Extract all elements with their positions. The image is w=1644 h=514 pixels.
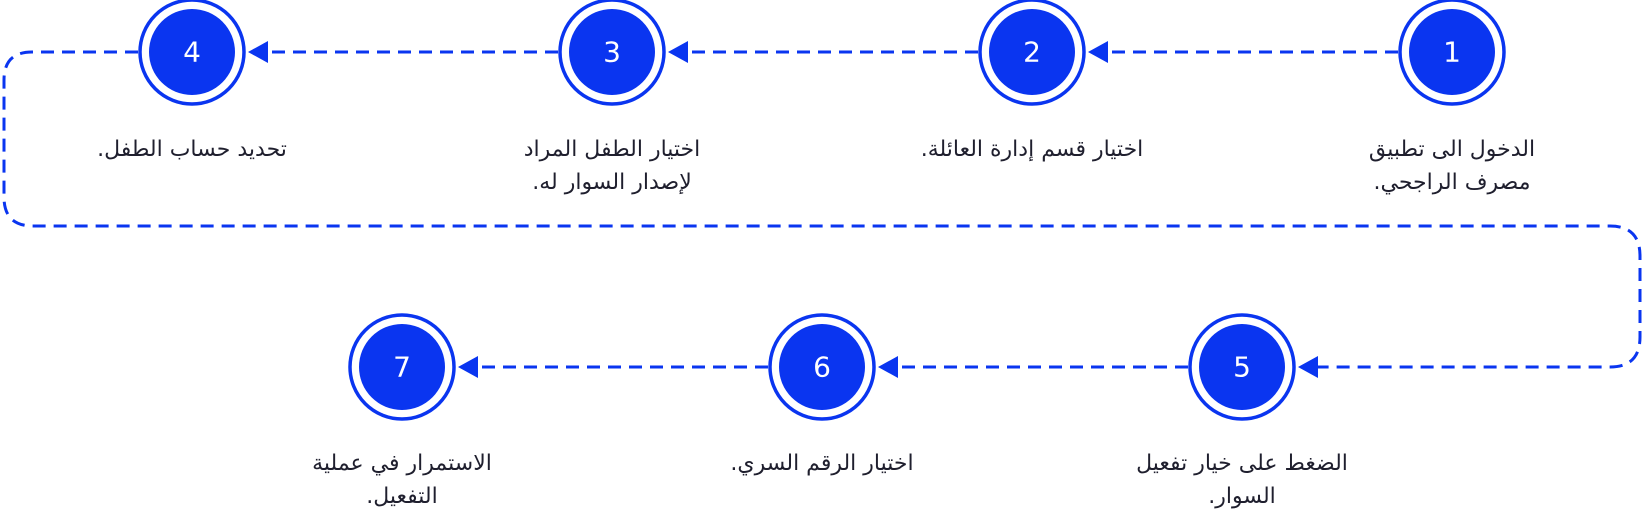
step-label-3: اختيار الطفل المراد لإصدار السوار له. <box>523 137 701 195</box>
step-number-4: 4 <box>183 36 201 69</box>
connector-5-to-6 <box>878 356 1188 378</box>
step-number-6: 6 <box>813 351 831 384</box>
step-node-3: 3 <box>558 0 666 106</box>
step-label-1: الدخول الى تطبيق مصرف الراجحي. <box>1368 137 1536 195</box>
step-number-2: 2 <box>1023 36 1041 69</box>
connector-2-to-3 <box>668 41 978 63</box>
step-label-2: اختيار قسم إدارة العائلة. <box>920 137 1144 162</box>
step-node-5: 5 <box>1188 313 1296 421</box>
step-label-5: الضغط على خيار تفعيل السوار. <box>1136 451 1348 509</box>
step-node-2: 2 <box>978 0 1086 106</box>
connector-4-to-5 <box>2 50 1642 378</box>
step-number-7: 7 <box>393 351 411 384</box>
step-node-4: 4 <box>138 0 246 106</box>
step-number-3: 3 <box>603 36 621 69</box>
connector-3-to-4 <box>248 41 558 63</box>
step-label-7: الاستمرار في عملية التفعيل. <box>312 451 492 509</box>
step-label-6: اختيار الرقم السري. <box>730 451 914 476</box>
step-label-4: تحديد حساب الطفل. <box>97 137 287 162</box>
step-number-5: 5 <box>1233 351 1251 384</box>
step-number-1: 1 <box>1443 36 1461 69</box>
connector-1-to-2 <box>1088 41 1398 63</box>
connector-6-to-7 <box>458 356 768 378</box>
step-node-7: 7 <box>348 313 456 421</box>
step-node-1: 1 <box>1398 0 1506 106</box>
step-node-6: 6 <box>768 313 876 421</box>
